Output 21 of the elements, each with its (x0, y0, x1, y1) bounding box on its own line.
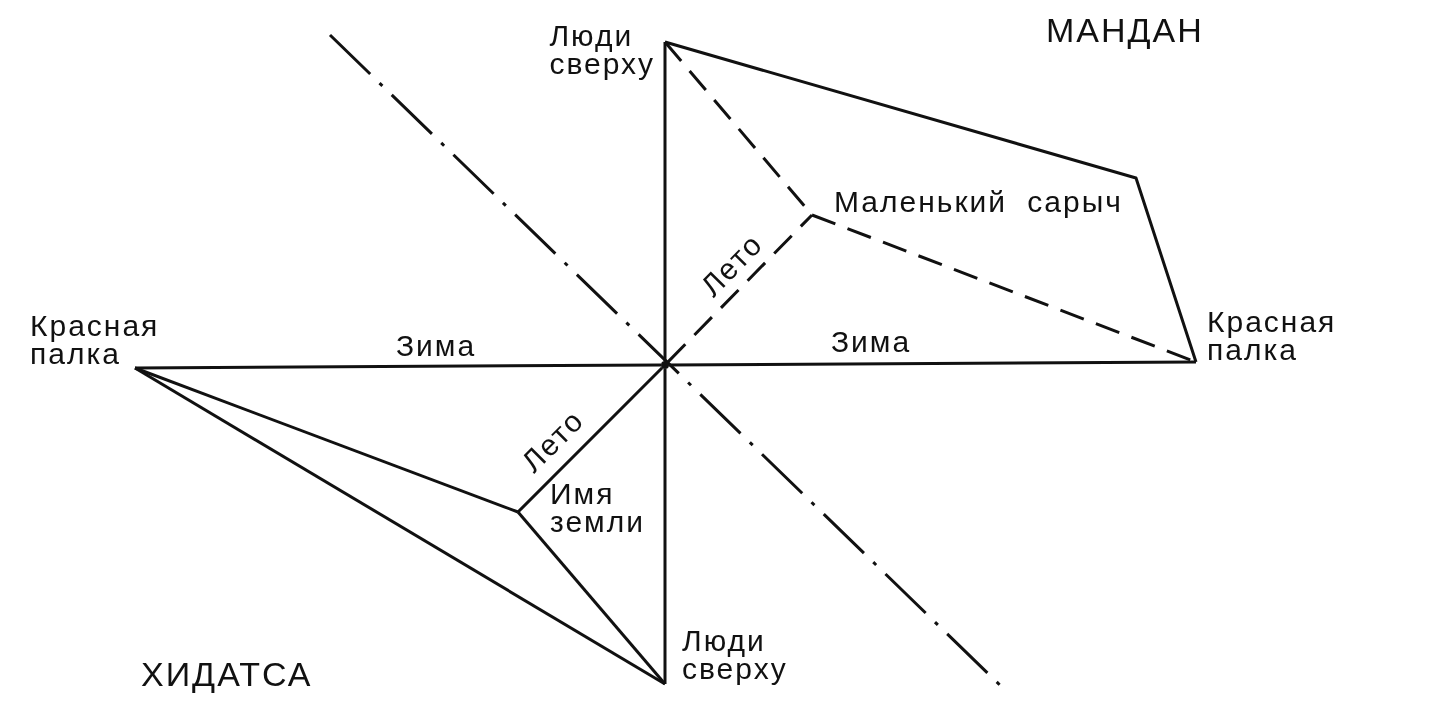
connector-line (663, 42, 667, 361)
connector-line (135, 363, 661, 370)
vertex-label: Красная палка (1196, 308, 1337, 364)
connector-line (134, 366, 519, 514)
edge-label: Зима (830, 327, 912, 357)
region-label: МАНДАН (1046, 12, 1204, 48)
connector-line (663, 369, 667, 684)
connector-line (134, 366, 666, 686)
edge-label: Зима (395, 331, 477, 361)
connector-line (664, 40, 1198, 363)
dashed-line (666, 213, 814, 364)
vertex-label: Красная палка (30, 312, 160, 370)
vertex-label: Люди сверху (665, 627, 788, 686)
vertex-label: Маленький сарыч (812, 188, 1123, 219)
connector-line (669, 360, 1196, 367)
region-label: ХИДАТСА (141, 656, 313, 692)
connector-line (516, 511, 667, 685)
junction-point (661, 361, 669, 369)
connector-line (516, 366, 664, 514)
vertex-label: Имя земли (518, 480, 645, 536)
vertex-label: Люди сверху (549, 22, 665, 78)
